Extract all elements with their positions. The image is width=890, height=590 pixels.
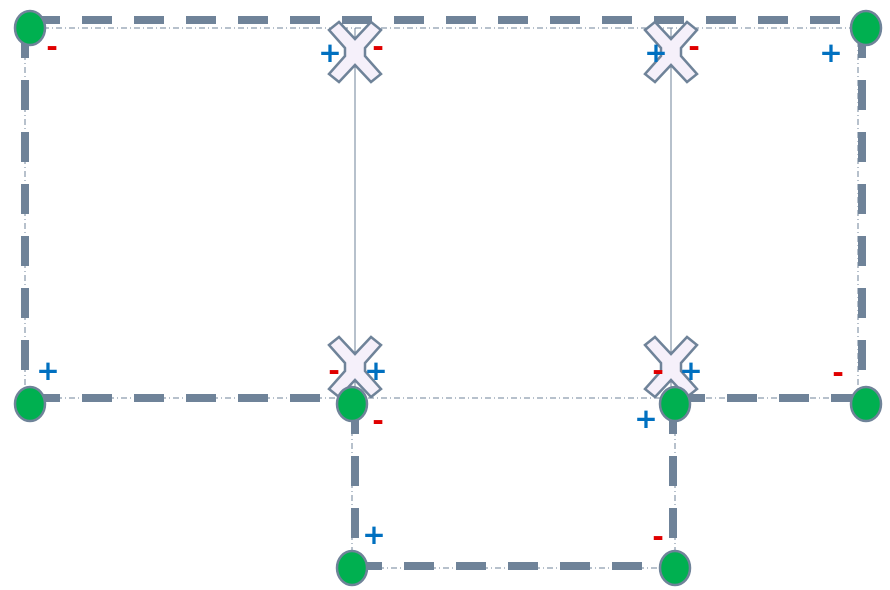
plus-sign: +	[644, 36, 667, 69]
green-dot-icon	[13, 385, 47, 423]
minus-sign: -	[372, 404, 384, 437]
plus-sign: +	[36, 354, 59, 387]
minus-sign: -	[688, 30, 700, 63]
green-dot-icon	[13, 9, 47, 47]
plus-sign: +	[679, 354, 702, 387]
green-dot-icon	[849, 9, 883, 47]
plus-sign: +	[362, 518, 385, 551]
green-dot-icon	[658, 385, 692, 423]
minus-sign: -	[46, 30, 58, 63]
plus-sign: +	[819, 36, 842, 69]
plus-sign: +	[364, 354, 387, 387]
green-dot-icon	[335, 385, 369, 423]
plus-sign: +	[318, 36, 341, 69]
minus-sign: -	[328, 354, 340, 387]
dashed-edges	[21, 16, 866, 570]
x-cross-icon	[643, 20, 699, 84]
minus-sign: -	[652, 354, 664, 387]
x-cross-icon	[327, 20, 383, 84]
plus-sign: +	[634, 402, 657, 435]
nodes	[13, 9, 883, 587]
polarity-signs: -+-+-++-+-+--++-	[36, 30, 844, 553]
minus-sign: -	[372, 30, 384, 63]
green-dot-icon	[849, 385, 883, 423]
green-dot-icon	[335, 549, 369, 587]
crosses	[327, 20, 699, 399]
minus-sign: -	[652, 520, 664, 553]
green-dot-icon	[658, 549, 692, 587]
thin-guide-lines	[24, 27, 866, 569]
x-cross-icon	[643, 335, 699, 399]
minus-sign: -	[832, 356, 844, 389]
x-cross-icon	[327, 335, 383, 399]
